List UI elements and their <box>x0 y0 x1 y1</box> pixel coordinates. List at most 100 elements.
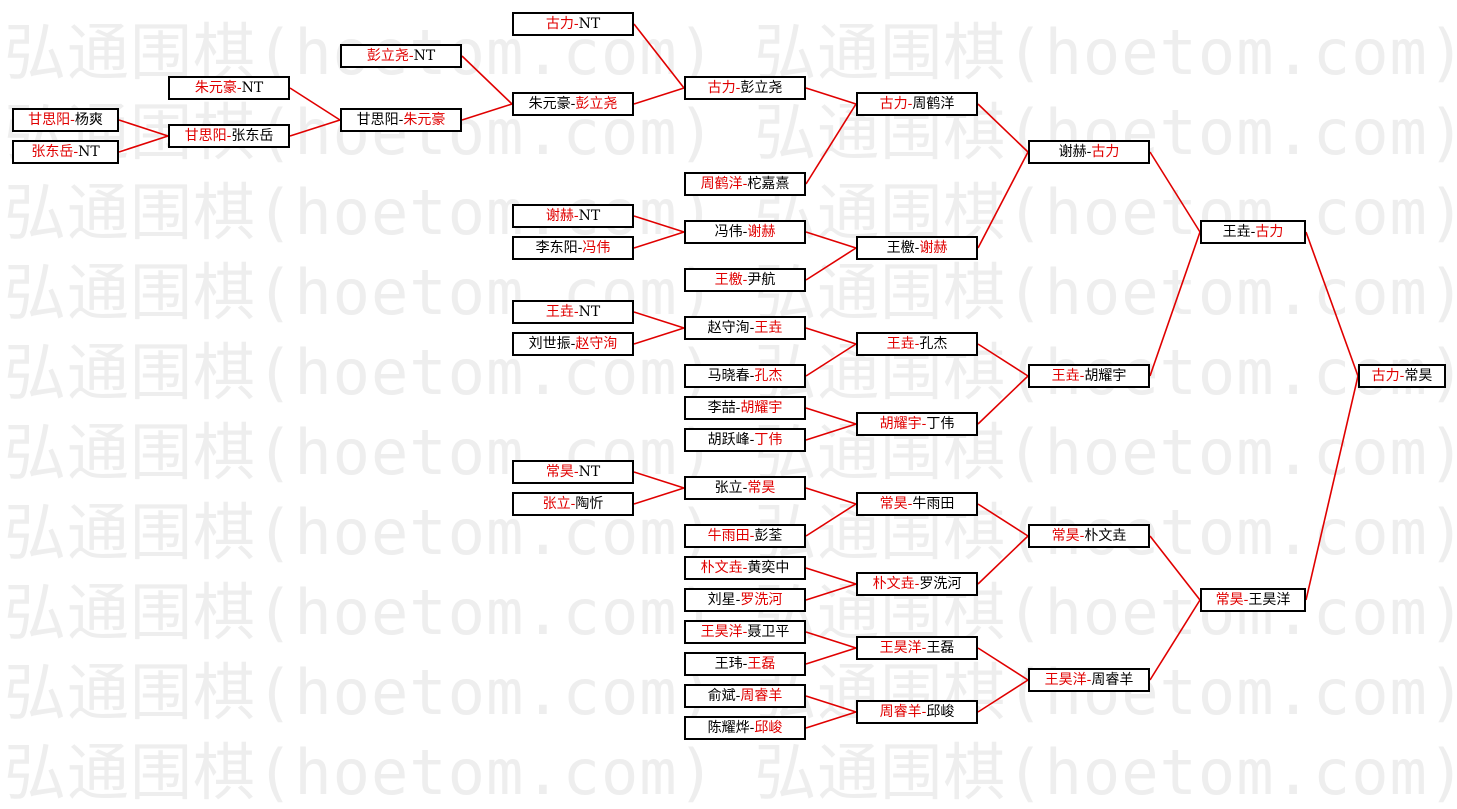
match-box: 王垚-胡耀宇 <box>1028 364 1150 388</box>
match-separator: - <box>236 80 242 96</box>
player-name: 王檄 <box>714 272 743 288</box>
player-name: 冯伟 <box>582 240 611 256</box>
match-box: 张立-陶忻 <box>512 492 634 516</box>
player-name: 尹航 <box>747 272 776 288</box>
match-separator: - <box>735 80 741 96</box>
connector-line <box>977 103 1029 153</box>
player-name: 丁伟 <box>754 432 783 448</box>
player-name: 古力 <box>879 96 908 112</box>
player-name: 朴文垚 <box>872 576 915 592</box>
player-name: 古力 <box>1371 368 1400 384</box>
match-separator: - <box>907 496 913 512</box>
player-name: 邱峻 <box>926 704 955 720</box>
connector-line <box>805 103 857 185</box>
player-name: 王垚 <box>754 320 783 336</box>
player-name: 王昊洋 <box>1044 672 1087 688</box>
player-name: 彭立尧 <box>366 48 409 64</box>
connector-line <box>805 567 857 585</box>
player-name: 王磊 <box>926 640 955 656</box>
player-name: 谢赫 <box>919 240 948 256</box>
match-box: 甘思阳-杨爽 <box>12 108 119 132</box>
player-name: 常昊 <box>1051 528 1080 544</box>
match-box: 周睿羊-邱峻 <box>856 700 978 724</box>
player-name: NT <box>578 304 601 320</box>
match-separator: - <box>398 112 404 128</box>
player-name: 谢赫 <box>747 224 776 240</box>
match-separator: - <box>742 224 748 240</box>
match-box: 马晓春-孔杰 <box>684 364 806 388</box>
match-box: 王檄-尹航 <box>684 268 806 292</box>
player-name: 王昊洋 <box>700 624 743 640</box>
match-separator: - <box>1243 592 1249 608</box>
player-name: 古力 <box>1255 224 1284 240</box>
match-box: 胡耀宇-丁伟 <box>856 412 978 436</box>
match-separator: - <box>570 336 576 352</box>
player-name: 张立 <box>542 496 571 512</box>
match-box: 陈耀烨-邱峻 <box>684 716 806 740</box>
match-box: 古力-NT <box>512 12 634 36</box>
match-box: 古力-周鹤洋 <box>856 92 978 116</box>
connector-line <box>805 87 857 105</box>
match-box: 刘星-罗洗河 <box>684 588 806 612</box>
player-name: 彭立尧 <box>740 80 783 96</box>
match-separator: - <box>742 560 748 576</box>
match-separator: - <box>742 656 748 672</box>
connector-line <box>1305 375 1359 601</box>
bracket-connectors <box>118 23 1359 729</box>
match-separator: - <box>749 528 755 544</box>
player-name: 甘思阳 <box>184 128 227 144</box>
match-box: 谢赫-古力 <box>1028 140 1150 164</box>
match-separator: - <box>749 320 755 336</box>
player-name: 王檄 <box>886 240 915 256</box>
player-name: 王昊洋 <box>879 640 922 656</box>
player-name: 常昊 <box>1404 368 1433 384</box>
match-box: 常昊-牛雨田 <box>856 492 978 516</box>
match-separator: - <box>742 480 748 496</box>
player-name: 朱元豪 <box>528 96 571 112</box>
connector-line <box>633 487 685 505</box>
player-name: 邱峻 <box>754 720 783 736</box>
player-name: NT <box>78 144 100 160</box>
connector-line <box>461 55 513 105</box>
player-name: 王垚 <box>1222 224 1251 240</box>
match-separator: - <box>749 432 755 448</box>
player-name: 王垚 <box>545 304 574 320</box>
match-separator: - <box>735 592 741 608</box>
match-separator: - <box>749 368 755 384</box>
player-name: NT <box>578 16 601 32</box>
player-name: 胡耀宇 <box>879 416 922 432</box>
match-separator: - <box>907 96 913 112</box>
player-name: 张东岳 <box>31 144 74 160</box>
match-box: 胡跃峰-丁伟 <box>684 428 806 452</box>
match-separator: - <box>921 640 927 656</box>
connector-line <box>1305 231 1359 377</box>
connector-line <box>805 647 857 665</box>
player-name: 古力 <box>545 16 574 32</box>
connector-line <box>1149 599 1201 681</box>
player-name: 周睿羊 <box>879 704 922 720</box>
connector-line <box>805 695 857 713</box>
connector-line <box>805 423 857 441</box>
match-separator: - <box>408 48 414 64</box>
match-box: 王玮-王磊 <box>684 652 806 676</box>
connector-line <box>977 503 1029 537</box>
player-name: 周鹤洋 <box>700 176 743 192</box>
match-box: 周鹤洋-柁嘉熹 <box>684 172 806 196</box>
player-name: 陈耀烨 <box>707 720 750 736</box>
match-separator: - <box>1079 368 1085 384</box>
connector-line <box>1149 151 1201 233</box>
connector-line <box>633 87 685 105</box>
match-separator: - <box>749 720 755 736</box>
match-box: 赵守洵-王垚 <box>684 316 806 340</box>
player-name: 刘世振 <box>528 336 571 352</box>
player-name: 王垚 <box>886 336 915 352</box>
match-separator: - <box>1086 672 1092 688</box>
match-box: 甘思阳-张东岳 <box>168 124 290 148</box>
player-name: 胡跃峰 <box>707 432 750 448</box>
match-box: 王昊洋-聂卫平 <box>684 620 806 644</box>
player-name: 朱元豪 <box>403 112 446 128</box>
player-name: 马晓春 <box>707 368 750 384</box>
match-box: 俞斌-周睿羊 <box>684 684 806 708</box>
match-separator: - <box>1079 528 1085 544</box>
player-name: 陶忻 <box>575 496 604 512</box>
